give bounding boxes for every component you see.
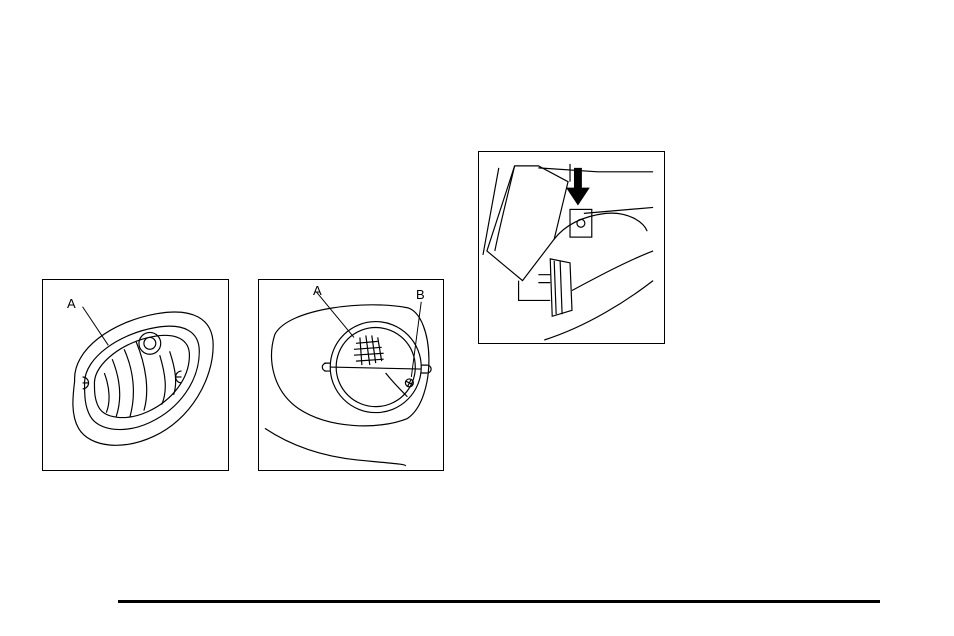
headlamp-aiming-drawing	[259, 280, 443, 470]
bulb-removal-drawing	[479, 152, 664, 343]
callout-label-a: A	[313, 284, 322, 297]
figure-bulb-removal	[478, 151, 665, 344]
callout-label-a: A	[67, 297, 76, 310]
figure-headlamp-aiming: A B	[258, 279, 444, 471]
footer-divider	[118, 600, 880, 603]
callout-label-b: B	[416, 288, 425, 301]
figure-headlamp-assembly: A	[42, 279, 229, 471]
